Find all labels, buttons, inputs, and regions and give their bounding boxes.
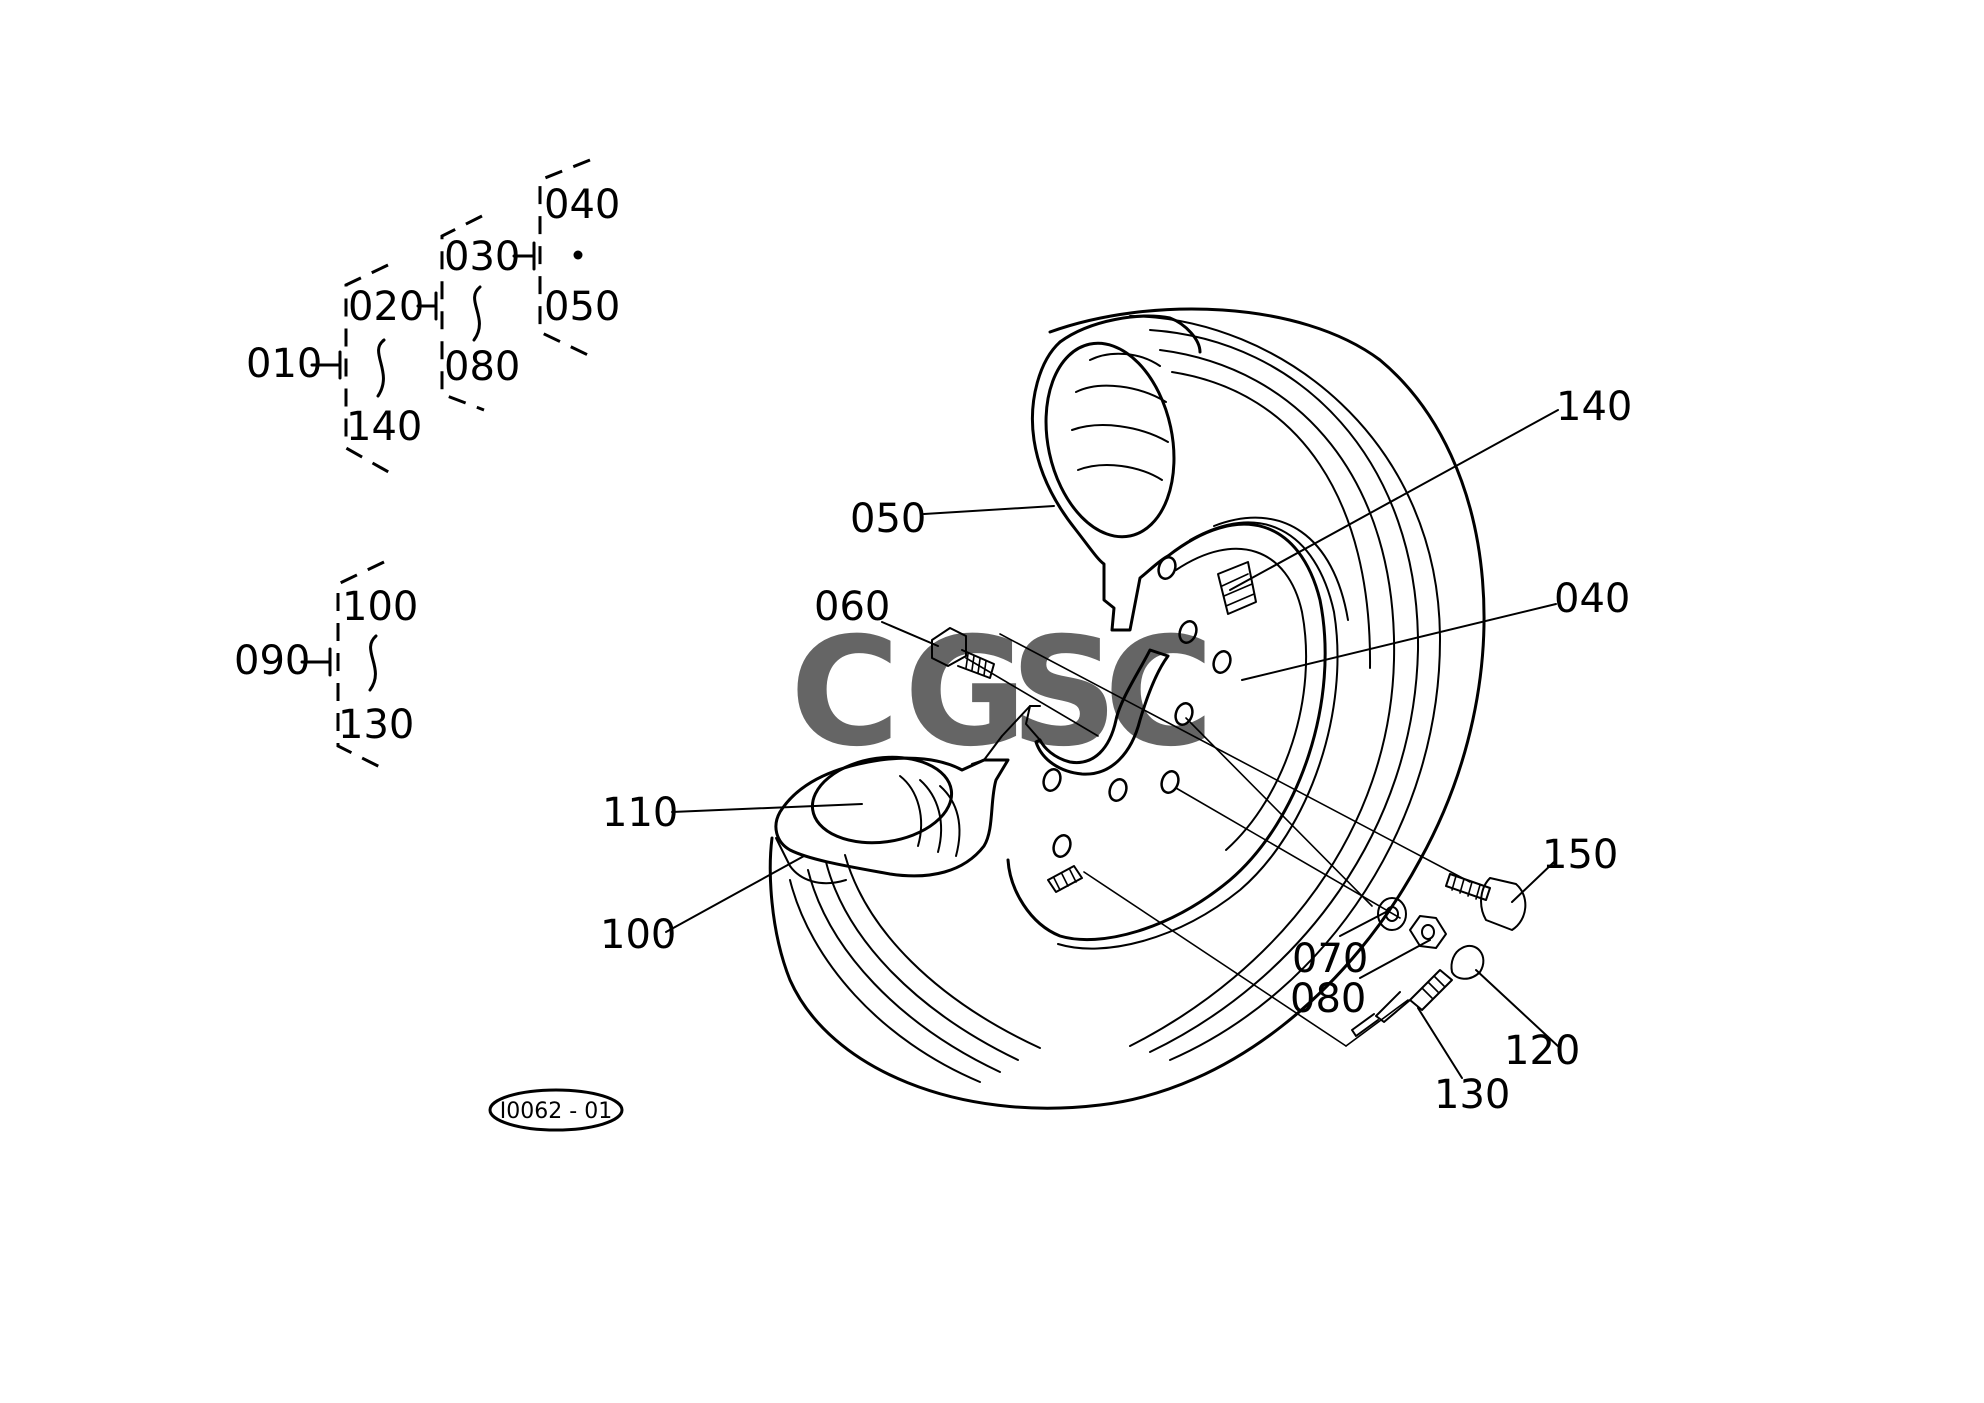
rim-hole: [1157, 556, 1177, 580]
tree-140: 140: [346, 404, 422, 450]
tire-outer-outline: [768, 307, 1486, 1110]
parts-tree-group-2: 090 100 130: [234, 560, 418, 770]
bracket-100-130: [336, 560, 385, 770]
callout-100: 100: [600, 912, 676, 958]
callout-060: 060: [814, 584, 890, 630]
tree-010: 010: [246, 341, 322, 387]
callout-labels: 140 050 060 040 110 100 150 070 080 120 …: [600, 384, 1632, 1118]
rim-hole: [1042, 768, 1062, 792]
drawing-code: I0062 - 01: [500, 1099, 612, 1124]
watermark-letter: S: [1010, 606, 1118, 780]
tire-cross-section-bottom: [774, 756, 1010, 878]
tire-cross-section-top: [1030, 340, 1170, 632]
tree-040: 040: [544, 182, 620, 228]
bolt-060: [931, 627, 995, 679]
rim-hole: [1178, 620, 1198, 644]
callout-080: 080: [1290, 976, 1366, 1022]
nut-080: [1409, 915, 1447, 949]
tree-080: 080: [444, 344, 520, 390]
rim-hole: [1212, 650, 1232, 674]
hardware-parts: [931, 627, 1527, 1037]
bolt-150: [1445, 873, 1527, 931]
tree-090: 090: [234, 638, 310, 684]
callout-120: 120: [1504, 1028, 1580, 1074]
valve-130: [1351, 969, 1453, 1037]
tree-100: 100: [342, 584, 418, 630]
rim-hole: [1052, 834, 1072, 858]
rim-label-plate: [1217, 561, 1257, 615]
callout-130: 130: [1434, 1072, 1510, 1118]
rim-valve-stem: [1047, 865, 1083, 893]
callout-050: 050: [850, 496, 926, 542]
bracket-030-080: [440, 214, 485, 412]
parts-tree-group-1: 010 020 140 030 080 040 050: [246, 158, 620, 476]
rim-center-flange: [1034, 648, 1170, 776]
tree-030: 030: [444, 234, 520, 280]
rim-hole: [1108, 778, 1128, 802]
rim-disc-outline: [1006, 522, 1327, 942]
watermark-letter: C: [790, 606, 900, 780]
drawing-code-stamp: I0062 - 01: [488, 1088, 624, 1132]
callout-040: 040: [1554, 576, 1630, 622]
cgsc-watermark: C G S C: [790, 606, 1214, 780]
tire-inner-cavity-top: [1044, 341, 1176, 539]
callout-070: 070: [1292, 936, 1368, 982]
bracket-040-050: [538, 158, 591, 358]
rim-hole: [1160, 770, 1180, 794]
bracket-020-140: [344, 263, 393, 476]
valve-cap-120: [1450, 945, 1485, 980]
wheel-drawing: [768, 307, 1486, 1110]
callout-leaders: [665, 409, 1561, 1079]
tree-050: 050: [544, 284, 620, 330]
tree-130: 130: [338, 702, 414, 748]
washer-070: [1377, 897, 1407, 931]
callout-110: 110: [602, 790, 678, 836]
callout-150: 150: [1542, 832, 1618, 878]
watermark-letter: C: [1104, 606, 1214, 780]
watermark-letter: G: [904, 606, 1027, 780]
tree-020: 020: [348, 284, 424, 330]
tire-inner-cavity-bottom: [810, 755, 954, 845]
assembly-lines: [965, 633, 1471, 1047]
callout-140: 140: [1556, 384, 1632, 430]
